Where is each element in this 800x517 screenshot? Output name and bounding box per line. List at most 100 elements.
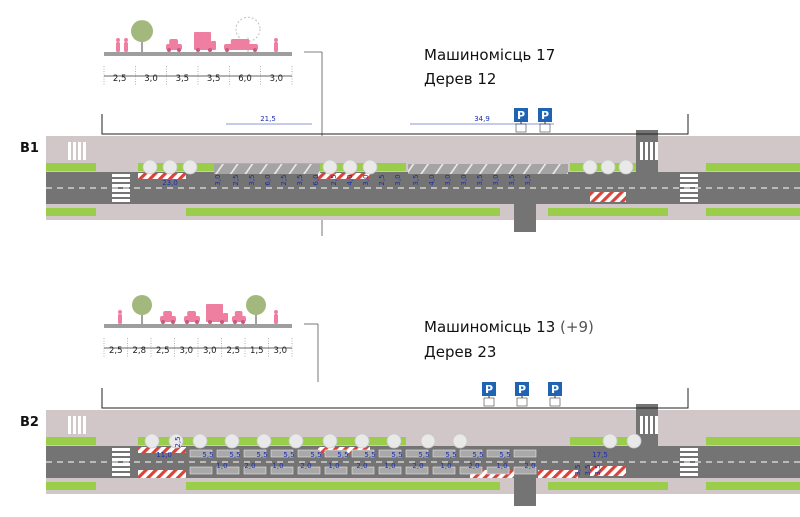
parking-sign-label: P <box>518 383 526 396</box>
parking-extra: (+9) <box>560 318 594 336</box>
car-icon <box>184 311 200 324</box>
crosswalk <box>640 416 658 434</box>
crosswalk <box>680 448 698 476</box>
dimension-label: 5,5 <box>202 451 213 459</box>
crosswalk <box>68 416 86 434</box>
green-strip <box>706 437 800 445</box>
parking-stall <box>486 449 510 458</box>
parking-stall <box>324 466 348 475</box>
parking-stall <box>378 466 402 475</box>
dimension-label: 11,0 <box>156 451 172 459</box>
green-strip <box>706 482 800 490</box>
crosswalk <box>68 142 86 160</box>
parking-sign-label: P <box>541 109 549 122</box>
dimension-label: 3,0 <box>214 174 222 185</box>
variant-label: B2 <box>20 415 39 430</box>
parking-value: 13 <box>536 318 556 336</box>
tree-icon <box>256 433 272 449</box>
dimension-label: 3,0 <box>394 174 402 185</box>
section-width-label: 2,8 <box>132 346 146 356</box>
parking-stall <box>513 449 537 458</box>
dimension-label: 17,5 <box>592 451 608 459</box>
section-width-label: 3,0 <box>144 74 158 84</box>
car-icon <box>224 39 258 52</box>
parking-stall <box>189 449 213 458</box>
dimension-label: 5,5 <box>229 451 240 459</box>
section-width-label: 3,5 <box>176 74 190 84</box>
parking-sign-icon: P <box>538 108 552 133</box>
tree-icon <box>420 433 436 449</box>
parking-stall <box>351 449 375 458</box>
dimension-label: 3,5 <box>584 464 592 475</box>
dimension-label: 5,5 <box>391 451 402 459</box>
parking-sign-icon: P <box>548 382 562 407</box>
hatched-zone <box>138 447 186 453</box>
wheelchair-icon <box>515 123 527 133</box>
section-width-label: 2,5 <box>109 346 123 356</box>
section-width-label: 3,0 <box>179 346 193 356</box>
dimension-label: 2,0 <box>300 462 311 470</box>
green-strip <box>46 437 96 445</box>
tree-icon <box>192 433 208 449</box>
dimension-label: 3,0 <box>492 174 500 185</box>
dimension-label: 1,0 <box>328 462 339 470</box>
tree-icon <box>322 433 338 449</box>
tree-icon <box>322 159 338 175</box>
crosswalk <box>680 174 698 202</box>
hatched-zone <box>138 173 186 179</box>
dimension-label: 3,0 <box>460 174 468 185</box>
parking-stall <box>351 466 375 475</box>
hatched-zone <box>590 466 626 476</box>
parking-stall <box>459 449 483 458</box>
dimension-label: 1,0 <box>272 462 283 470</box>
tree-icon <box>582 159 598 175</box>
dimension-label: 3,5 <box>574 464 582 475</box>
parking-stall <box>405 449 429 458</box>
dimension-label: 3,5 <box>524 174 532 185</box>
dimension-label: 4,0 <box>428 174 436 185</box>
dimension-label: 2,5 <box>174 436 182 447</box>
dimension-label: 5,5 <box>445 451 456 459</box>
section-width-label: 3,0 <box>270 74 284 84</box>
green-strip <box>138 437 406 445</box>
parking-stall <box>216 449 240 458</box>
green-strip <box>46 208 96 216</box>
green-strip <box>186 482 500 490</box>
parking-stall <box>324 449 348 458</box>
wheelchair-icon <box>516 397 528 407</box>
hatched-zone <box>138 470 186 478</box>
green-strip <box>706 163 800 171</box>
parking-sign-label: P <box>517 109 525 122</box>
tree-icon <box>246 295 266 324</box>
parking-stall <box>297 466 321 475</box>
crosswalk <box>112 174 130 202</box>
parking-stall <box>243 449 267 458</box>
ground-line <box>104 324 292 328</box>
hatched-zone <box>538 470 578 478</box>
dimension-label: 3,5 <box>594 464 602 475</box>
trees-count-b2: Дерев 23 <box>424 343 496 361</box>
parking-stall <box>270 466 294 475</box>
section-width-label: 2,5 <box>226 346 240 356</box>
parking-stall <box>459 466 483 475</box>
tree-icon <box>288 433 304 449</box>
parking-stall <box>270 449 294 458</box>
dimension-label: 6,0 <box>312 174 320 185</box>
dimension-label: 2,0 <box>412 462 423 470</box>
trees-value: 12 <box>477 70 497 88</box>
section-width-label: 6,0 <box>238 74 252 84</box>
parking-sign-icon: P <box>515 382 529 407</box>
pedestrian-icon <box>118 310 122 324</box>
car-icon <box>232 311 246 324</box>
dimension-label: 5,5 <box>472 451 483 459</box>
dimension-label: 2,5 <box>330 174 338 185</box>
dimension-label: 23,0 <box>162 179 178 187</box>
tree-icon <box>602 433 618 449</box>
trees-label: Дерев <box>424 70 473 88</box>
side-street <box>514 478 536 506</box>
parking-count-b1: Машиномісць 17 <box>424 46 555 64</box>
section-width-label: 3,0 <box>203 346 217 356</box>
crosswalk <box>112 448 130 476</box>
dimension-label: 5,5 <box>418 451 429 459</box>
